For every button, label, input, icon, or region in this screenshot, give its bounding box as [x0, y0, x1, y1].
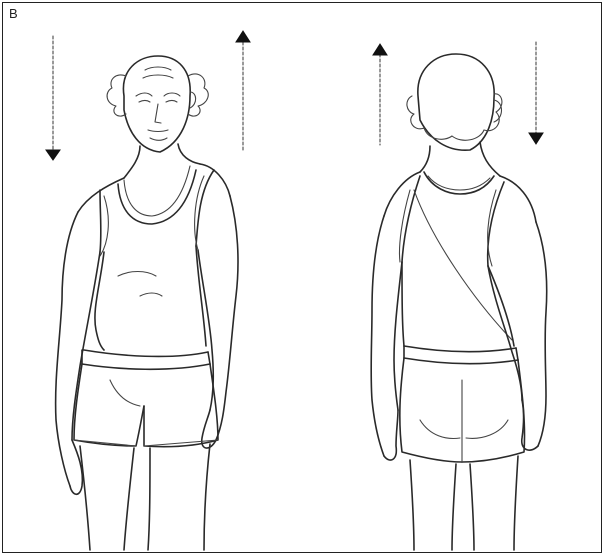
left-arm-back	[371, 216, 384, 456]
right-arm-back	[536, 222, 547, 446]
hair-back	[407, 94, 502, 140]
front-view-man	[56, 56, 238, 550]
right-arm	[216, 196, 238, 440]
head-outline	[123, 56, 190, 152]
shorts-waistband	[84, 350, 208, 356]
back-view-man	[371, 54, 547, 550]
arrow-down-icon	[46, 36, 60, 160]
arrow-down-icon	[529, 42, 543, 144]
arrow-up-icon	[236, 31, 250, 152]
shorts-back	[400, 358, 462, 462]
shorts-waistband-back	[404, 346, 516, 352]
arrow-up-icon	[373, 44, 387, 145]
hair-right	[188, 74, 208, 116]
shorts-front	[74, 364, 144, 446]
